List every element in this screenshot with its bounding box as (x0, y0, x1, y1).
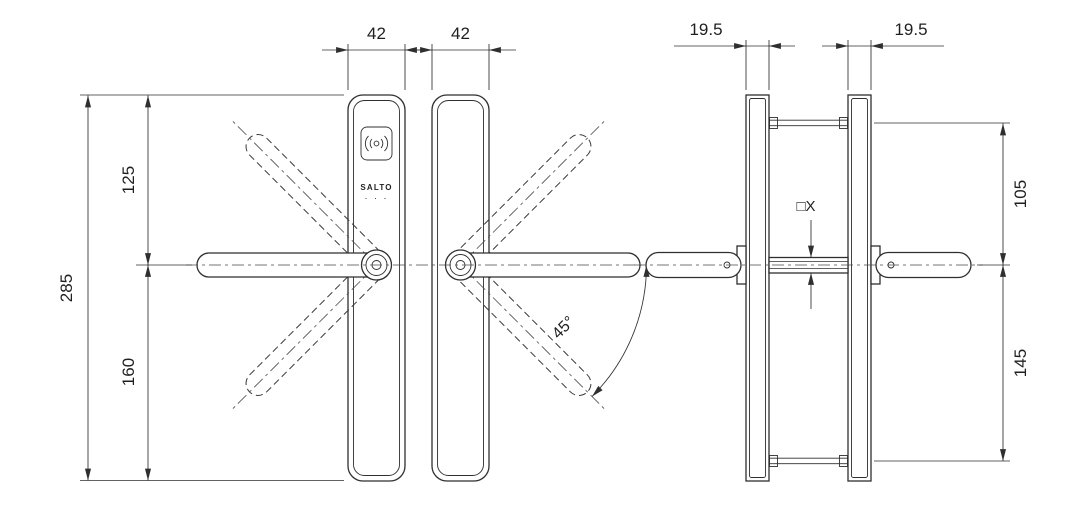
brand-label: SALTO (360, 183, 392, 192)
rotated-handle-centerlines (231, 120, 606, 410)
handle-rotation-arc (591, 264, 650, 397)
fixing-screw-bottom (769, 455, 848, 467)
front-view: SALTO · · · (57, 24, 652, 482)
dim-total-height: 285 (57, 274, 76, 302)
dim-bottom-fixing: 145 (1011, 349, 1030, 377)
dim-depth-right: 19.5 (894, 20, 927, 39)
dim-depth-left: 19.5 (689, 20, 722, 39)
front-plate-right (431, 94, 490, 482)
front-plate-left (347, 94, 406, 482)
rfid-reader-window (360, 126, 393, 161)
dim-plate-width-left: 42 (367, 24, 386, 43)
side-plate-right (847, 94, 872, 482)
fixing-screw-top (769, 117, 848, 129)
rfid-icon (364, 135, 389, 152)
dim-handle-angle: 45° (549, 313, 578, 342)
dim-top-fixing: 105 (1011, 180, 1030, 208)
dim-plate-width-right: 42 (451, 24, 470, 43)
dim-handle-to-bottom: 160 (119, 358, 138, 386)
dim-spindle: □X (796, 198, 815, 215)
side-plate-left (745, 94, 770, 482)
brand-dots: · · · (365, 193, 389, 203)
side-view: □X 19.5 19.5 105 (634, 20, 1030, 482)
dim-top-to-handle: 125 (119, 166, 138, 194)
